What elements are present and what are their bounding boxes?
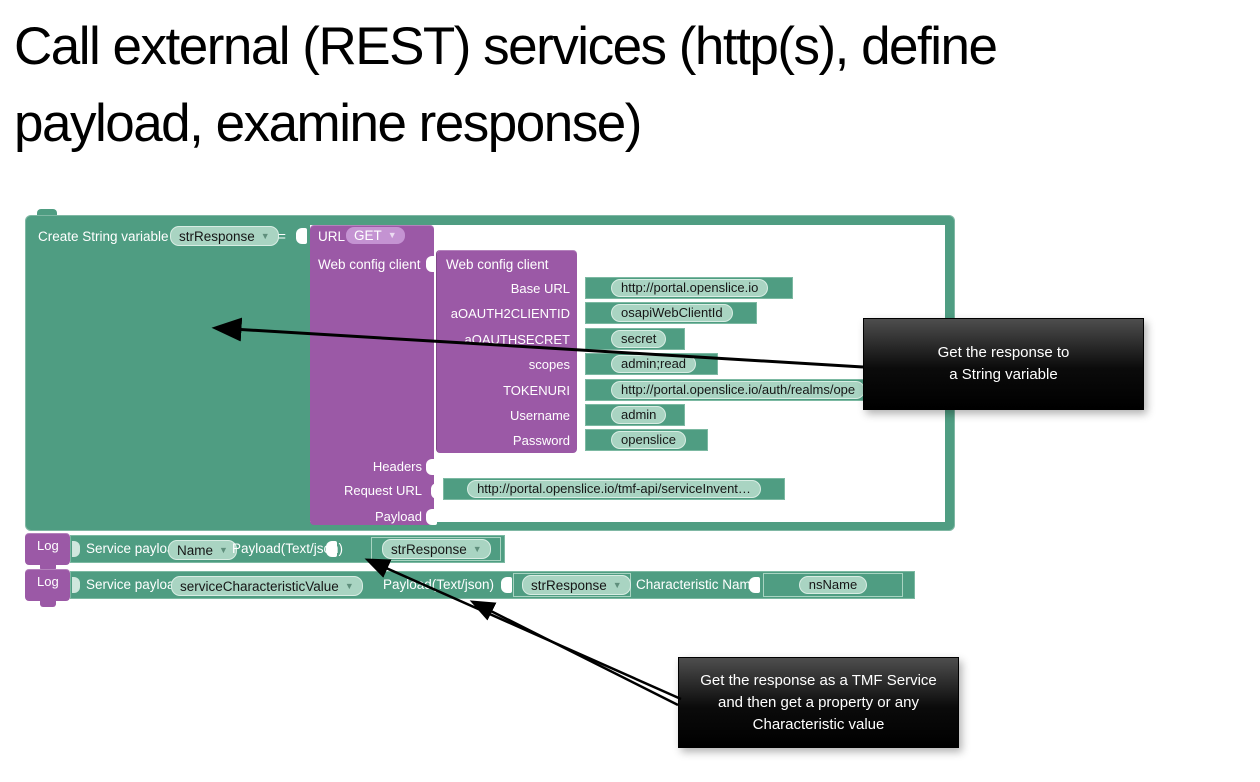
characteristic-value-block[interactable]: nsName <box>763 573 903 597</box>
dropdown-arrow-icon: ▼ <box>219 544 228 555</box>
log-block-connector <box>40 565 56 571</box>
dropdown-arrow-icon: ▼ <box>344 580 354 591</box>
http-method: GET <box>354 228 382 243</box>
value-block-username[interactable]: admin <box>585 404 685 426</box>
payload-field-dropdown[interactable]: Name ▼ <box>168 540 237 560</box>
field-socket <box>577 383 588 399</box>
dropdown-arrow-icon: ▼ <box>387 230 397 240</box>
block-top-connector <box>37 209 57 218</box>
dropdown-arrow-icon: ▼ <box>612 579 622 590</box>
request-url-label: Request URL <box>343 483 422 498</box>
field-label-scopes: scopes <box>528 357 570 372</box>
callout-tmf-service: Get the response as a TMF Service and th… <box>678 657 959 748</box>
statement-socket <box>72 541 80 557</box>
variable-name: strResponse <box>179 228 255 244</box>
web-config-socket <box>426 256 437 272</box>
create-variable-label: Create String variable <box>38 229 169 244</box>
web-config-client-title: Web config client <box>446 257 549 272</box>
value-block-base-url[interactable]: http://portal.openslice.io <box>585 277 793 299</box>
payload-type-label: Payload(Text/json) <box>383 577 495 592</box>
tokenuri-value-field[interactable]: http://portal.openslice.io/auth/realms/o… <box>611 381 866 399</box>
service-payload-label: Service payload <box>86 541 183 556</box>
slide-title: Call external (REST) services (http(s), … <box>14 8 1260 162</box>
statement-socket <box>72 577 80 593</box>
url-request-block[interactable] <box>310 225 434 525</box>
value-socket <box>296 228 307 244</box>
value-block-oauth2clientid[interactable]: osapiWebClientId <box>585 302 757 324</box>
headers-socket <box>426 459 437 475</box>
headers-label: Headers <box>372 459 422 474</box>
payload-type-label: Payload(Text/json) <box>232 541 344 556</box>
url-label: URL <box>318 229 346 244</box>
log-service-payload-block-1[interactable]: Service payload Name ▼ Payload(Text/json… <box>70 535 505 563</box>
variable-value-block[interactable]: strResponse ▼ <box>371 537 501 561</box>
characteristic-value-socket <box>749 577 760 593</box>
log-block-tab-1[interactable]: Log <box>25 533 70 565</box>
field-label-tokenuri: TOKENURI <box>503 383 570 398</box>
callout-string-variable: Get the response to a String variable <box>863 318 1144 410</box>
scopes-value-field[interactable]: admin;read <box>611 355 697 373</box>
field-socket <box>577 306 588 322</box>
arrow-to-log-block-2 <box>469 600 679 707</box>
payload-value-socket <box>326 541 337 557</box>
characteristic-value-field[interactable]: nsName <box>798 576 868 594</box>
field-label-oauthsecret: aOAUTHSECRET <box>464 332 570 347</box>
payload-field-selected: Name <box>177 542 214 558</box>
equals-sign: = <box>278 229 286 244</box>
field-label-password: Password <box>512 433 570 448</box>
dropdown-arrow-icon: ▼ <box>260 230 270 241</box>
characteristic-name-label: Characteristic Name <box>636 577 759 592</box>
payload-field-selected: serviceCharacteristicValue <box>180 578 339 594</box>
callout-text-line: and then get a property or any <box>718 694 919 711</box>
value-block-scopes[interactable]: admin;read <box>585 353 718 375</box>
base-url-value-field[interactable]: http://portal.openslice.io <box>611 279 769 297</box>
value-block-tokenuri[interactable]: http://portal.openslice.io/auth/realms/o… <box>585 379 945 401</box>
variable-name: strResponse <box>391 541 467 557</box>
username-value-field[interactable]: admin <box>611 406 667 424</box>
slide-title-line1: Call external (REST) services (http(s), … <box>14 17 998 76</box>
slide-title-line2: payload, examine response) <box>14 94 642 153</box>
http-method-dropdown[interactable]: GET ▼ <box>346 227 405 244</box>
variable-name: strResponse <box>531 577 607 593</box>
field-label-base-url: Base URL <box>510 281 570 296</box>
payload-socket <box>426 509 437 525</box>
field-label-oauth2clientid: aOAUTH2CLIENTID <box>450 306 570 321</box>
field-socket <box>577 281 588 297</box>
field-socket <box>577 408 588 424</box>
payload-field-dropdown[interactable]: serviceCharacteristicValue ▼ <box>171 576 363 596</box>
variable-dropdown[interactable]: strResponse ▼ <box>522 575 631 595</box>
log-block-tab-2[interactable]: Log <box>25 569 70 601</box>
callout-text-line: a String variable <box>949 366 1058 383</box>
field-label-username: Username <box>510 408 570 423</box>
field-socket <box>577 433 588 449</box>
variable-dropdown[interactable]: strResponse ▼ <box>170 226 279 246</box>
payload-value-socket <box>501 577 512 593</box>
oauthsecret-value-field[interactable]: secret <box>611 330 667 348</box>
request-url-socket <box>431 483 442 499</box>
request-url-value-block[interactable]: http://portal.openslice.io/tmf-api/servi… <box>443 478 785 500</box>
service-payload-label: Service payload <box>86 577 183 592</box>
log-service-payload-block-2[interactable]: Service payload serviceCharacteristicVal… <box>70 571 915 599</box>
callout-text-line: Get the response to <box>937 344 1070 361</box>
callout-text-line: Characteristic value <box>752 716 885 733</box>
variable-value-block[interactable]: strResponse ▼ <box>513 573 631 597</box>
log-block-connector <box>40 601 56 607</box>
value-block-password[interactable]: openslice <box>585 429 708 451</box>
value-block-oauthsecret[interactable]: secret <box>585 328 685 350</box>
password-value-field[interactable]: openslice <box>611 431 686 449</box>
dropdown-arrow-icon: ▼ <box>472 543 482 554</box>
payload-label: Payload <box>375 509 422 524</box>
variable-dropdown[interactable]: strResponse ▼ <box>382 539 491 559</box>
oauth2clientid-value-field[interactable]: osapiWebClientId <box>611 304 733 322</box>
request-url-value-field[interactable]: http://portal.openslice.io/tmf-api/servi… <box>467 480 761 498</box>
callout-text-line: Get the response as a TMF Service <box>700 672 937 689</box>
web-config-row-label: Web config client <box>318 257 421 272</box>
